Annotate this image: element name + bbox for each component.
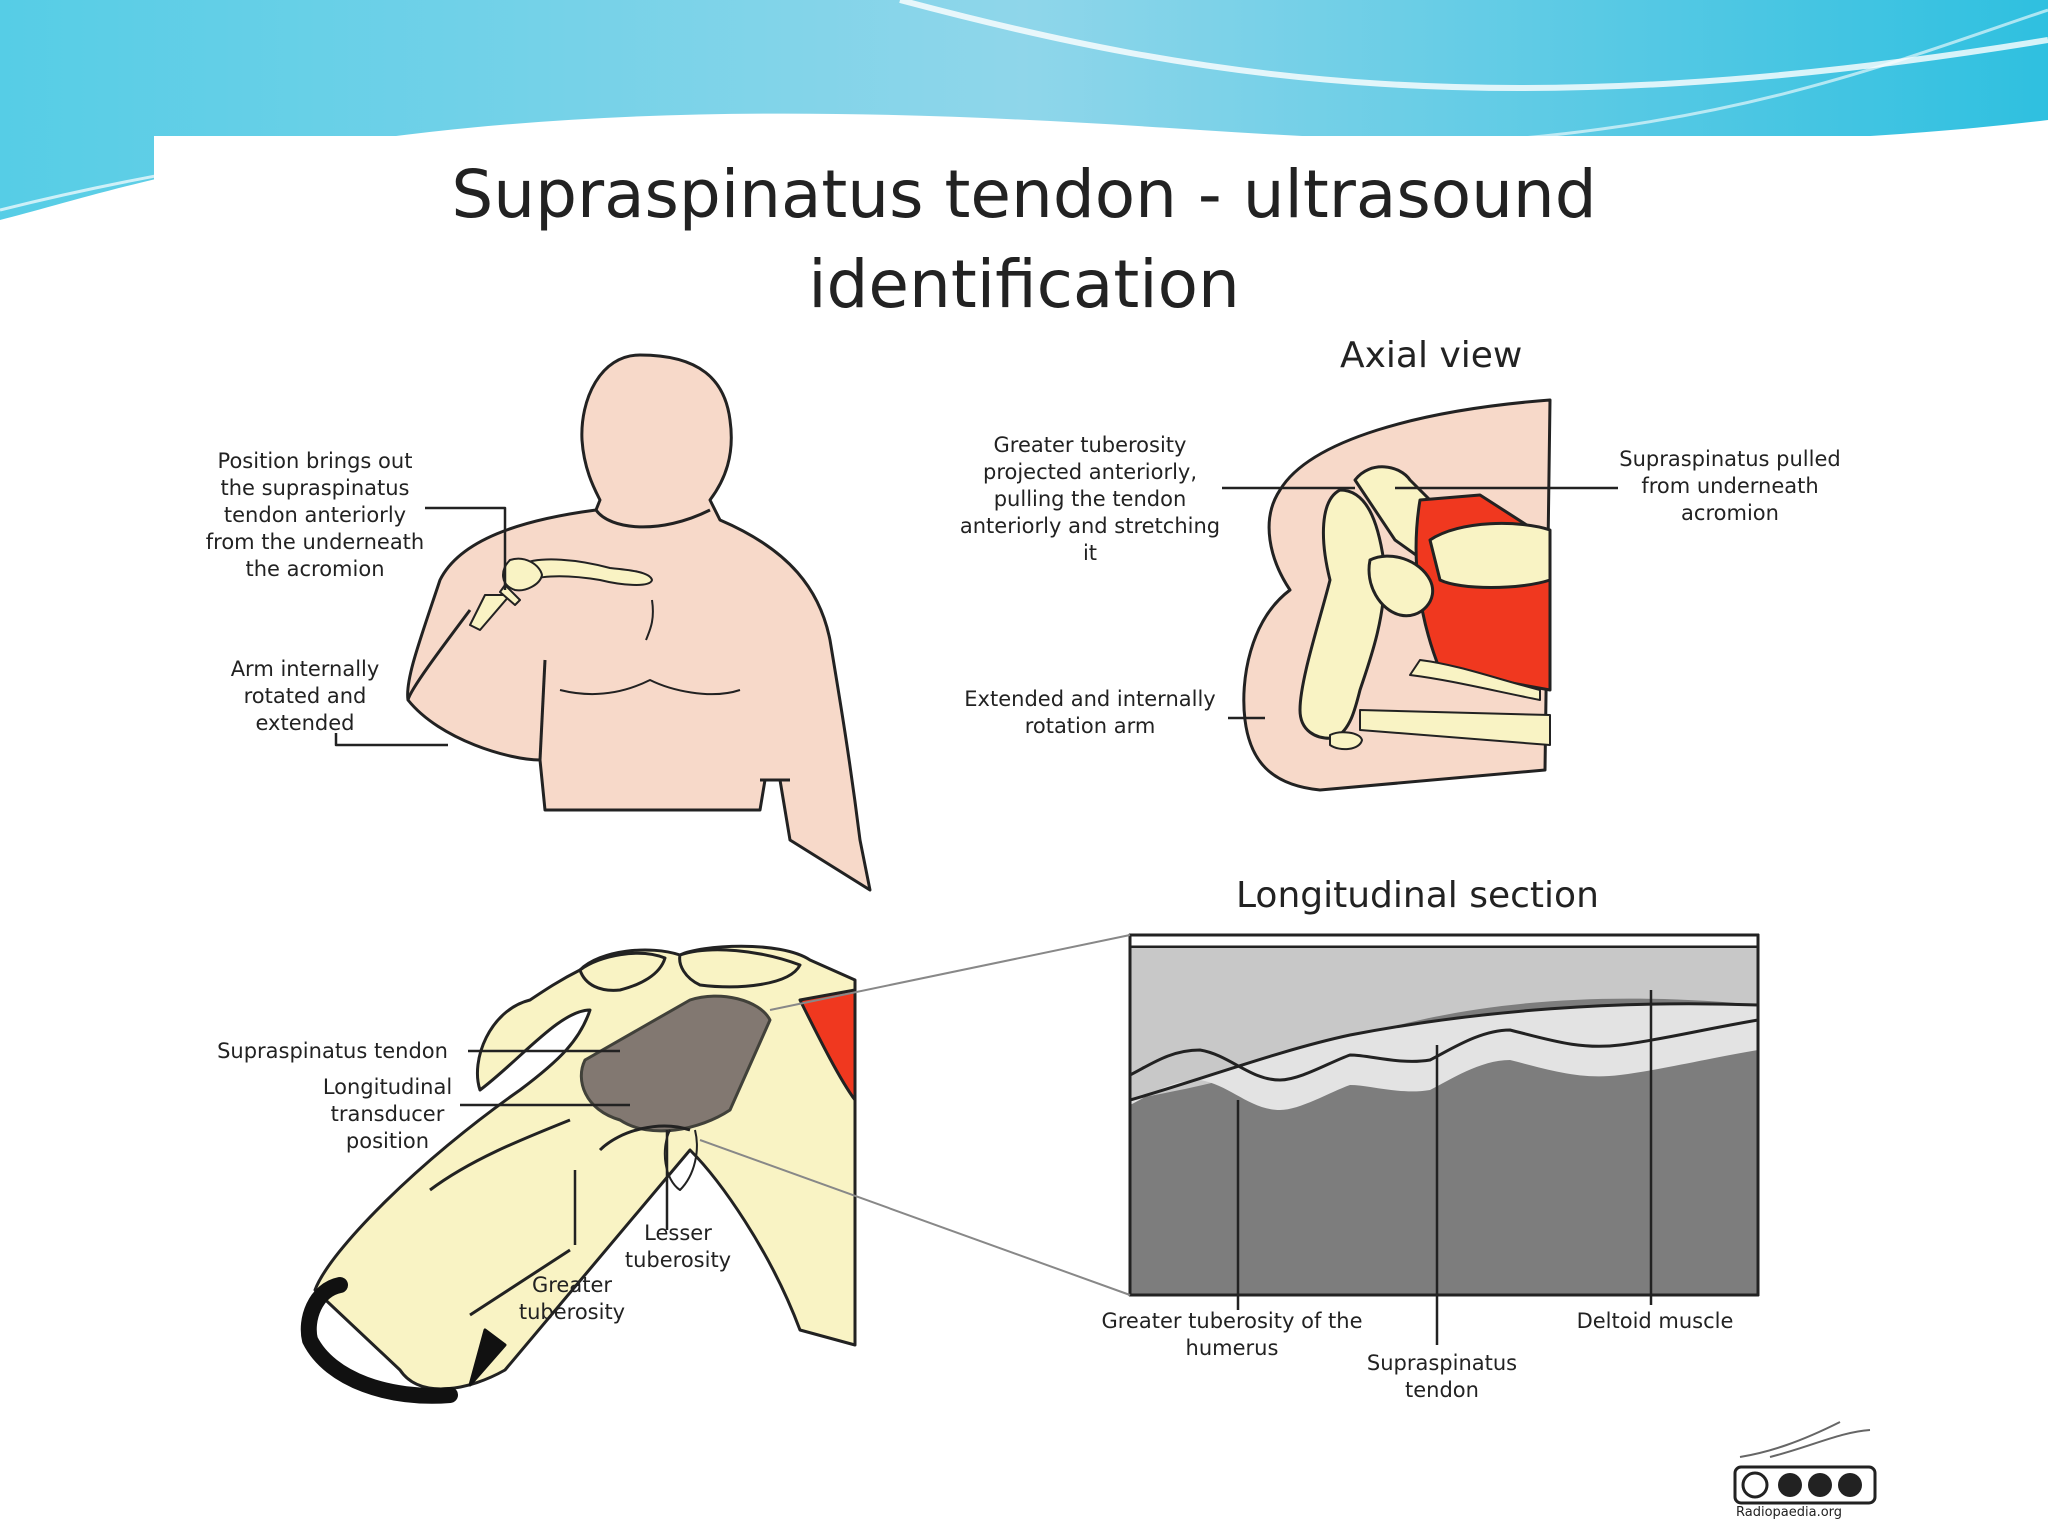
title-line-2: identification — [808, 246, 1240, 323]
sa-icon — [1838, 1473, 1862, 1497]
nc-icon — [1808, 1473, 1832, 1497]
longitudinal-section-title: Longitudinal section — [1236, 875, 1599, 916]
radiopaedia-logo — [1733, 1421, 1877, 1505]
leader-lines — [334, 486, 1653, 1345]
label-supraspinatus-tendon: Supraspinatus tendon — [217, 1039, 448, 1063]
axial-view-title: Axial view — [1340, 335, 1523, 376]
by-icon — [1778, 1473, 1802, 1497]
title-line-1: Supraspinatus tendon - ultrasound — [451, 156, 1597, 233]
shoulder-bone-illustration — [300, 944, 857, 1404]
cc-icon — [1741, 1471, 1769, 1499]
longitudinal-section-diagram — [1128, 933, 1760, 1297]
logo-text: Radiopaedia.org — [1736, 1505, 1843, 1520]
figure-title: Supraspinatus tendon - ultrasound identi… — [154, 150, 1894, 330]
label-deltoid-muscle: Deltoid muscle — [1576, 1309, 1734, 1333]
axial-view-illustration — [1242, 398, 1552, 792]
torso-illustration — [406, 353, 872, 892]
